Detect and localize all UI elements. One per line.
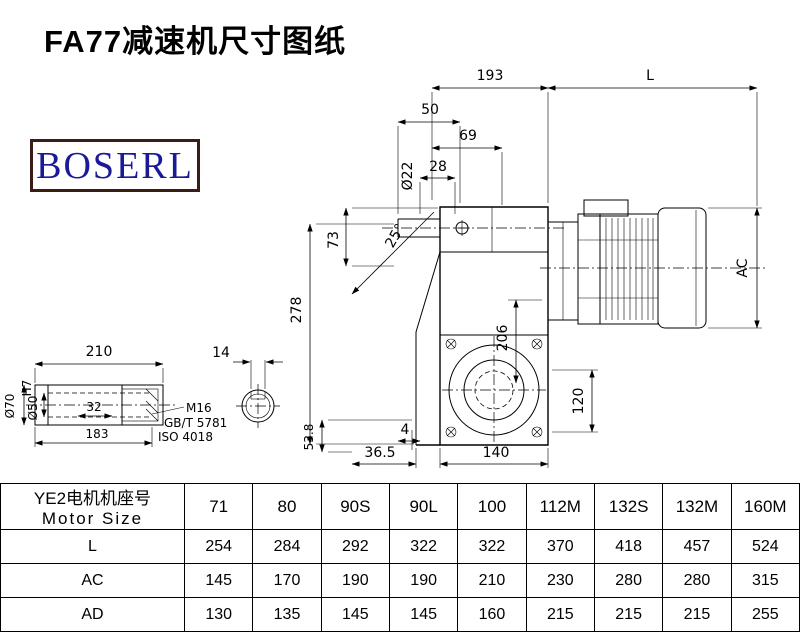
dim-140: 140 [439, 445, 549, 468]
gearbox-front-view [382, 206, 566, 446]
standard-gb-label: GB/T 5781 [164, 416, 227, 430]
dim-53-8: 53.8 [302, 419, 412, 453]
dim-value: 457 [662, 529, 732, 564]
dim-210-label: 210 [86, 344, 113, 360]
dim-value: 145 [320, 597, 390, 632]
dim-value: 292 [320, 529, 390, 564]
dim-73-label: 73 [326, 231, 342, 249]
frame-col-header: 132S [593, 483, 664, 530]
dim-206-label: 206 [495, 325, 511, 352]
dim-value: 190 [320, 563, 390, 598]
dim-value: 322 [388, 529, 459, 564]
dim-AC-label: AC [735, 258, 751, 277]
frame-col-header: 112M [525, 483, 595, 530]
dimension-table: YE2电机机座号 Motor Size 71 80 90S 90L 100 11… [0, 483, 800, 632]
motor-size-header-cn: YE2电机机座号 [33, 489, 152, 508]
frame-col-header: 71 [183, 483, 254, 530]
motor-fins [605, 218, 654, 320]
dim-value: 418 [593, 529, 664, 564]
dim-14-label: 14 [212, 345, 230, 361]
standard-iso-label: ISO 4018 [158, 430, 213, 444]
row-label: AD [0, 597, 185, 632]
shaft-section-view: 14 [212, 345, 283, 428]
motor-size-header-en: Motor Size [41, 509, 144, 528]
dim-32-label: 32 [86, 400, 101, 414]
flange-bolt-holes [445, 338, 543, 438]
dim-phi70-label: Ø70 [3, 394, 17, 419]
dim-193-label: 193 [477, 68, 504, 84]
dim-4-label: 4 [401, 422, 410, 438]
dim-69: 69 [431, 128, 503, 205]
dim-278: 278 [289, 223, 414, 445]
dim-value: 370 [525, 529, 595, 564]
row-label: AC [0, 563, 185, 598]
dim-value: 135 [252, 597, 322, 632]
dim-28: 28 [419, 159, 456, 214]
dim-120: 120 [552, 369, 598, 433]
motor-side-view [540, 199, 768, 329]
dim-value: 254 [183, 529, 254, 564]
dim-value: 215 [593, 597, 664, 632]
dim-value: 284 [252, 529, 322, 564]
dim-value: 190 [388, 563, 459, 598]
dim-193: 193 [431, 68, 549, 203]
thread-m16-label: M16 [186, 401, 212, 415]
technical-drawing: 193 L 50 69 28 Ø22 73 25° 278 [3, 68, 768, 468]
dim-value: 280 [662, 563, 732, 598]
frame-col-header: 90L [388, 483, 459, 530]
table-header-row: YE2电机机座号 Motor Size 71 80 90S 90L 100 11… [0, 483, 800, 530]
row-label: L [0, 529, 185, 564]
dim-L: L [547, 68, 758, 206]
dim-4: 4 [397, 422, 421, 450]
dim-206: 206 [495, 299, 542, 384]
dim-value: 210 [457, 563, 527, 598]
dim-69-label: 69 [459, 128, 477, 144]
dim-50: 50 [397, 102, 461, 214]
logo-text: BOSERL [36, 144, 194, 187]
dim-AC: AC [708, 207, 762, 329]
dim-value: 315 [730, 563, 800, 598]
dim-phi22-label: Ø22 [400, 162, 416, 191]
dim-phi22: Ø22 [400, 162, 416, 191]
dim-53-8-label: 53.8 [302, 424, 316, 451]
dim-phi50-label: Ø50 [26, 396, 40, 421]
dim-phi50-sup-label: H7 [20, 380, 34, 397]
dim-value: 322 [457, 529, 527, 564]
shaft-detail-view: 210 Ø70 Ø50 H7 32 183 M16 GB/T 5781 ISO … [3, 344, 227, 447]
dim-value: 145 [183, 563, 254, 598]
dim-value: 215 [525, 597, 595, 632]
dim-value: 130 [183, 597, 254, 632]
dim-140-label: 140 [483, 445, 510, 461]
dim-value: 230 [525, 563, 595, 598]
dim-value: 280 [593, 563, 664, 598]
terminal-box [583, 199, 629, 217]
dim-183-label: 183 [86, 427, 109, 441]
table-row-L: L 254 284 292 322 322 370 418 457 524 [0, 529, 800, 564]
frame-col-header: 160M [730, 483, 800, 530]
dim-28-label: 28 [429, 159, 447, 175]
frame-col-header: 90S [320, 483, 390, 530]
dim-36-5: 36.5 [351, 445, 417, 468]
dim-73: 73 [326, 207, 438, 267]
frame-col-header: 80 [252, 483, 322, 530]
dim-value: 255 [730, 597, 800, 632]
page-title: FA77减速机尺寸图纸 [44, 24, 347, 59]
dim-50-label: 50 [421, 102, 439, 118]
dim-value: 524 [730, 529, 800, 564]
dim-120-label: 120 [571, 388, 587, 415]
frame-col-header: 100 [457, 483, 527, 530]
table-row-AD: AD 130 135 145 145 160 215 215 215 255 [0, 597, 800, 632]
dim-value: 160 [457, 597, 527, 632]
dim-L-label: L [646, 68, 654, 84]
table-row-AC: AC 145 170 190 190 210 230 280 280 315 [0, 563, 800, 598]
frame-col-header: 132M [662, 483, 732, 530]
dim-value: 215 [662, 597, 732, 632]
boserl-logo: BOSERL [30, 139, 200, 192]
dim-36-5-label: 36.5 [364, 445, 395, 461]
dim-value: 170 [252, 563, 322, 598]
dim-value: 145 [388, 597, 459, 632]
dim-278-label: 278 [289, 297, 305, 324]
dim-25deg-label: 25° [382, 221, 408, 251]
motor-size-header: YE2电机机座号 Motor Size [0, 483, 185, 530]
